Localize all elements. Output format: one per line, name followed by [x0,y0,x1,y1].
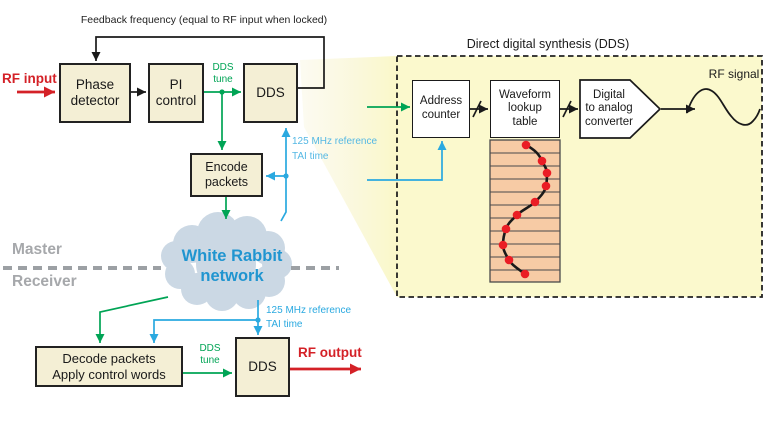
master-section-label: Master [12,241,62,258]
sine-wave-icon [686,88,761,126]
feedback-line [91,36,325,89]
green-junction-dot [219,89,225,95]
lut-memory-table [489,139,561,283]
receiver-section-label: Receiver [12,273,77,290]
bus-width-slash [472,100,482,118]
network-cloud-icon [161,212,292,311]
dds-tune-label-master: DDS tune [212,62,234,85]
zoom-beam [300,56,397,297]
dds-receiver-box: DDS [235,337,290,397]
sample-dots [498,140,552,279]
tai-label-master: TAI time [292,151,329,162]
rf-input-label: RF input [2,71,57,86]
ref-to-counter-arrow [367,141,447,181]
encode-packets-box: Encode packets [190,153,263,197]
ref-label-receiver: 125 MHz reference [266,305,352,316]
address-counter-box: Address counter [412,80,470,138]
feedback-label: Feedback frequency (equal to RF input wh… [80,14,328,26]
dac-label: Digital to analog converter [585,88,633,128]
rf-output-label: RF output [298,345,362,360]
blue-junction-dot [255,317,261,323]
network-to-decode-arrow [95,296,169,343]
network-to-ddsmaster-arrow [280,128,291,222]
decode-packets-box: Decode packets Apply control words [35,346,183,387]
white-rabbit-network-label: White Rabbit network [181,247,283,286]
sampled-sine-curve [501,143,549,276]
dac-pentagon [579,79,662,139]
ref-to-decode-arrow [149,319,258,343]
bus-width-slash [562,100,572,118]
blue-junction-dot [283,173,289,179]
ref-label-master: 125 MHz reference [292,136,378,147]
tai-label-receiver: TAI time [266,319,303,330]
rf-signal-label: RF signal [708,67,760,81]
dds-tune-label-receiver: DDS tune [199,343,221,366]
waveform-lut-box: Waveform lookup table [490,80,560,138]
phase-detector-box: Phase detector [59,63,131,123]
dds-detail-title: Direct digital synthesis (DDS) [466,37,630,51]
pi-control-box: PI control [148,63,204,123]
dds-master-box: DDS [243,63,298,123]
